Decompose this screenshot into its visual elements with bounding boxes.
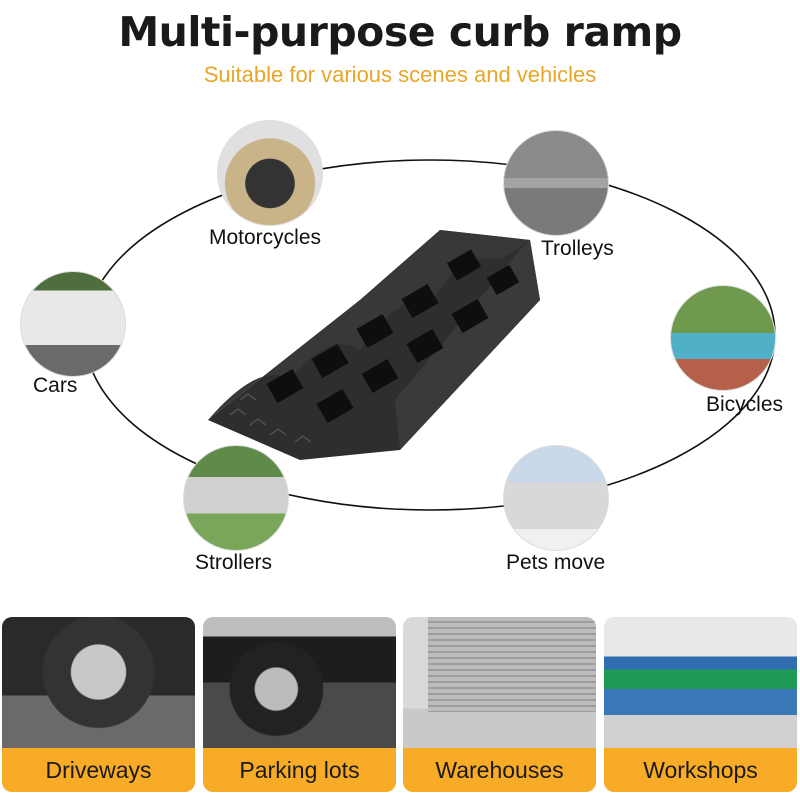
scene-bicycles-image <box>670 285 776 391</box>
scene-cars-label: Cars <box>33 374 78 397</box>
location-card-driveways: Driveways <box>2 617 195 792</box>
scene-strollers-image <box>183 445 289 551</box>
scene-motorcycles-image <box>217 120 323 226</box>
ramp-product-image <box>208 230 540 460</box>
scene-cars-image <box>20 271 126 377</box>
location-label: Parking lots <box>203 748 396 792</box>
scene-pets-label: Pets move <box>506 551 606 574</box>
location-card-parking-lots: Parking lots <box>203 617 396 792</box>
scene-trolleys-label: Trolleys <box>541 237 614 260</box>
location-label: Driveways <box>2 748 195 792</box>
location-card-warehouses: Warehouses <box>403 617 596 792</box>
location-label: Warehouses <box>403 748 596 792</box>
page-title: Multi-purpose curb ramp <box>118 8 682 56</box>
parked-car-image <box>203 617 396 748</box>
car-wheel-image <box>2 617 195 748</box>
scene-bicycles-label: Bicycles <box>706 393 784 416</box>
conveyor-machine-image <box>604 617 797 748</box>
scene-strollers-label: Strollers <box>195 551 273 574</box>
roller-door-image <box>403 617 596 748</box>
page-subtitle: Suitable for various scenes and vehicles <box>203 62 597 87</box>
scene-trolleys-image <box>503 130 609 236</box>
scene-motorcycles-label: Motorcycles <box>209 226 322 249</box>
location-card-workshops: Workshops <box>604 617 797 792</box>
location-label: Workshops <box>604 748 797 792</box>
scene-pets-image <box>503 445 609 551</box>
